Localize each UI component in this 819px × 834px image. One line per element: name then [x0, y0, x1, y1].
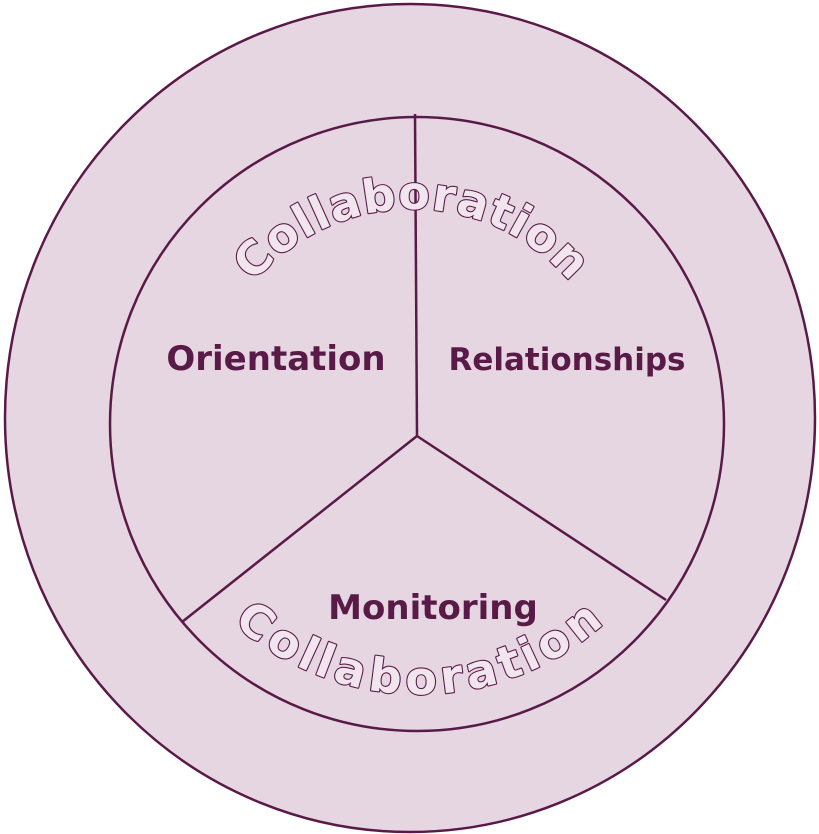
- segment-label-monitoring: Monitoring: [328, 588, 538, 628]
- divider-left: [181, 435, 418, 623]
- divider-vertical: [413, 113, 419, 437]
- segment-label-relationships: Relationships: [448, 342, 685, 378]
- segment-label-orientation: Orientation: [166, 339, 385, 379]
- divider-right: [416, 434, 667, 602]
